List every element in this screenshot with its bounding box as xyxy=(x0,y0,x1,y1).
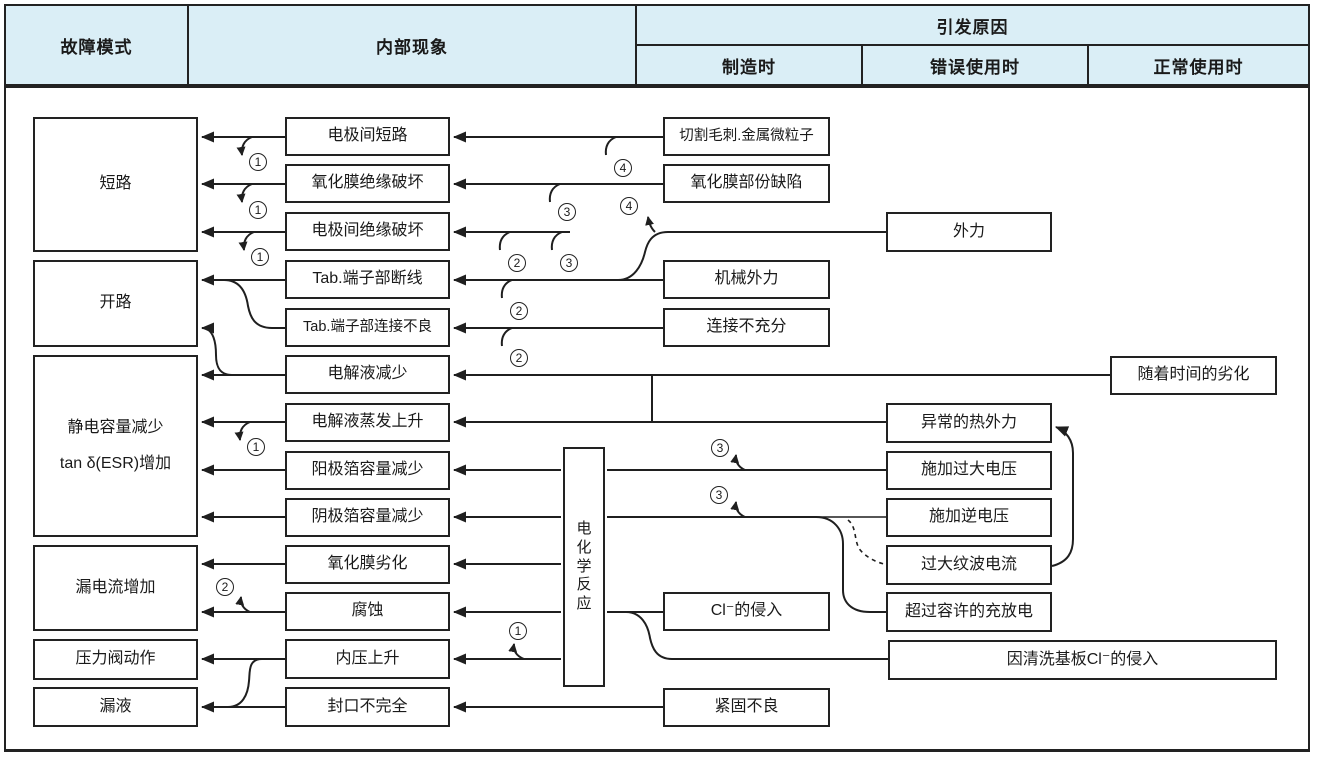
box-electrolyte-decrease: 电解液减少 xyxy=(285,355,450,394)
connector-mark-2: 2 xyxy=(510,349,528,367)
box-cl-ion-intrusion: Cl⁻的侵入 xyxy=(663,592,830,631)
connector-mark-2: 2 xyxy=(216,578,234,596)
header-internal-phenomenon: 内部现象 xyxy=(376,37,448,57)
box-external-force: 外力 xyxy=(886,212,1052,252)
header-divider xyxy=(187,6,189,84)
connector-mark-1: 1 xyxy=(249,201,267,219)
connector-mark-3: 3 xyxy=(711,439,729,457)
connector-mark-4: 4 xyxy=(614,159,632,177)
box-cathode-foil-capacity-decrease: 阴极箔容量减少 xyxy=(285,498,450,537)
connector-mark-2: 2 xyxy=(508,254,526,272)
table-header: 故障模式 内部现象 引发原因 制造时 错误使用时 正常使用时 xyxy=(4,4,1310,86)
box-cl-intrusion-board-cleaning: 因清洗基板Cl⁻的侵入 xyxy=(888,640,1277,680)
box-mechanical-external-force: 机械外力 xyxy=(663,260,830,299)
box-oxide-film-insulation-breakdown: 氧化膜绝缘破坏 xyxy=(285,164,450,203)
header-divider xyxy=(861,44,863,84)
box-short-circuit: 短路 xyxy=(33,117,198,252)
box-electrode-short: 电极间短路 xyxy=(285,117,450,156)
header-fault-mode: 故障模式 xyxy=(60,37,133,57)
box-abnormal-thermal-force: 异常的热外力 xyxy=(886,403,1052,443)
box-anode-foil-capacity-decrease: 阳极箔容量减少 xyxy=(285,451,450,490)
box-corrosion: 腐蚀 xyxy=(285,592,450,631)
box-internal-pressure-rise: 内压上升 xyxy=(285,639,450,679)
header-divider xyxy=(635,6,637,84)
header-divider xyxy=(1087,44,1089,84)
box-electrolyte-evaporation-rise: 电解液蒸发上升 xyxy=(285,403,450,442)
connector-mark-1: 1 xyxy=(247,438,265,456)
connector-mark-1: 1 xyxy=(251,248,269,266)
header-cause: 引发原因 xyxy=(936,17,1009,37)
box-insufficient-connection: 连接不充分 xyxy=(663,308,830,347)
connector-mark-3: 3 xyxy=(710,486,728,504)
connector-mark-1: 1 xyxy=(509,622,527,640)
connector-mark-4: 4 xyxy=(620,197,638,215)
box-pressure-valve-operation: 压力阀动作 xyxy=(33,639,198,680)
box-open-circuit: 开路 xyxy=(33,260,198,347)
box-oxide-film-partial-defect: 氧化膜部份缺陷 xyxy=(663,164,830,203)
arrows-into-fault-modes xyxy=(201,131,285,713)
box-excessive-ripple-current: 过大纹波电流 xyxy=(886,545,1052,585)
header-sub-misuse: 错误使用时 xyxy=(930,57,1020,77)
box-excessive-voltage: 施加过大电压 xyxy=(886,451,1052,490)
connector-mark-1: 1 xyxy=(249,153,267,171)
box-cutting-burr-metal-particles: 切割毛刺.金属微粒子 xyxy=(663,117,830,156)
box-tab-terminal-poor-connection: Tab.端子部连接不良 xyxy=(285,308,450,347)
dashed-ripple-link xyxy=(847,519,885,565)
cause-lines xyxy=(453,131,1110,713)
charge-discharge-merge xyxy=(607,516,886,613)
box-electrode-insulation-breakdown: 电极间绝缘破坏 xyxy=(285,212,450,251)
header-sub-manufacturing: 制造时 xyxy=(722,57,776,77)
box-liquid-leakage: 漏液 xyxy=(33,687,198,727)
box-electrochemical-reaction: 电 化 学 反 应 xyxy=(563,447,605,687)
ripple-to-heat-arrow xyxy=(1051,426,1074,567)
merge-pressure-into-leakage xyxy=(214,658,263,708)
connector-hooks xyxy=(234,136,746,660)
box-degradation-over-time: 随着时间的劣化 xyxy=(1110,356,1277,395)
merge-tab-connection-into-open-circuit xyxy=(210,279,285,329)
box-leakage-current-increase: 漏电流增加 xyxy=(33,545,198,631)
connector-mark-2: 2 xyxy=(510,302,528,320)
header-sub-normal: 正常使用时 xyxy=(1153,57,1244,77)
box-exceed-charge-discharge: 超过容许的充放电 xyxy=(886,592,1052,632)
header-divider xyxy=(637,44,1308,46)
board-cleaning-merge xyxy=(625,611,888,660)
box-reverse-voltage: 施加逆电压 xyxy=(886,498,1052,537)
external-force-merge xyxy=(617,231,886,281)
connector-mark-3: 3 xyxy=(560,254,578,272)
box-poor-fastening: 紧固不良 xyxy=(663,688,830,727)
box-tab-terminal-wire-break: Tab.端子部断线 xyxy=(285,260,450,299)
box-oxide-film-degradation: 氧化膜劣化 xyxy=(285,545,450,584)
connector-mark-3: 3 xyxy=(558,203,576,221)
box-incomplete-sealing: 封口不完全 xyxy=(285,687,450,727)
